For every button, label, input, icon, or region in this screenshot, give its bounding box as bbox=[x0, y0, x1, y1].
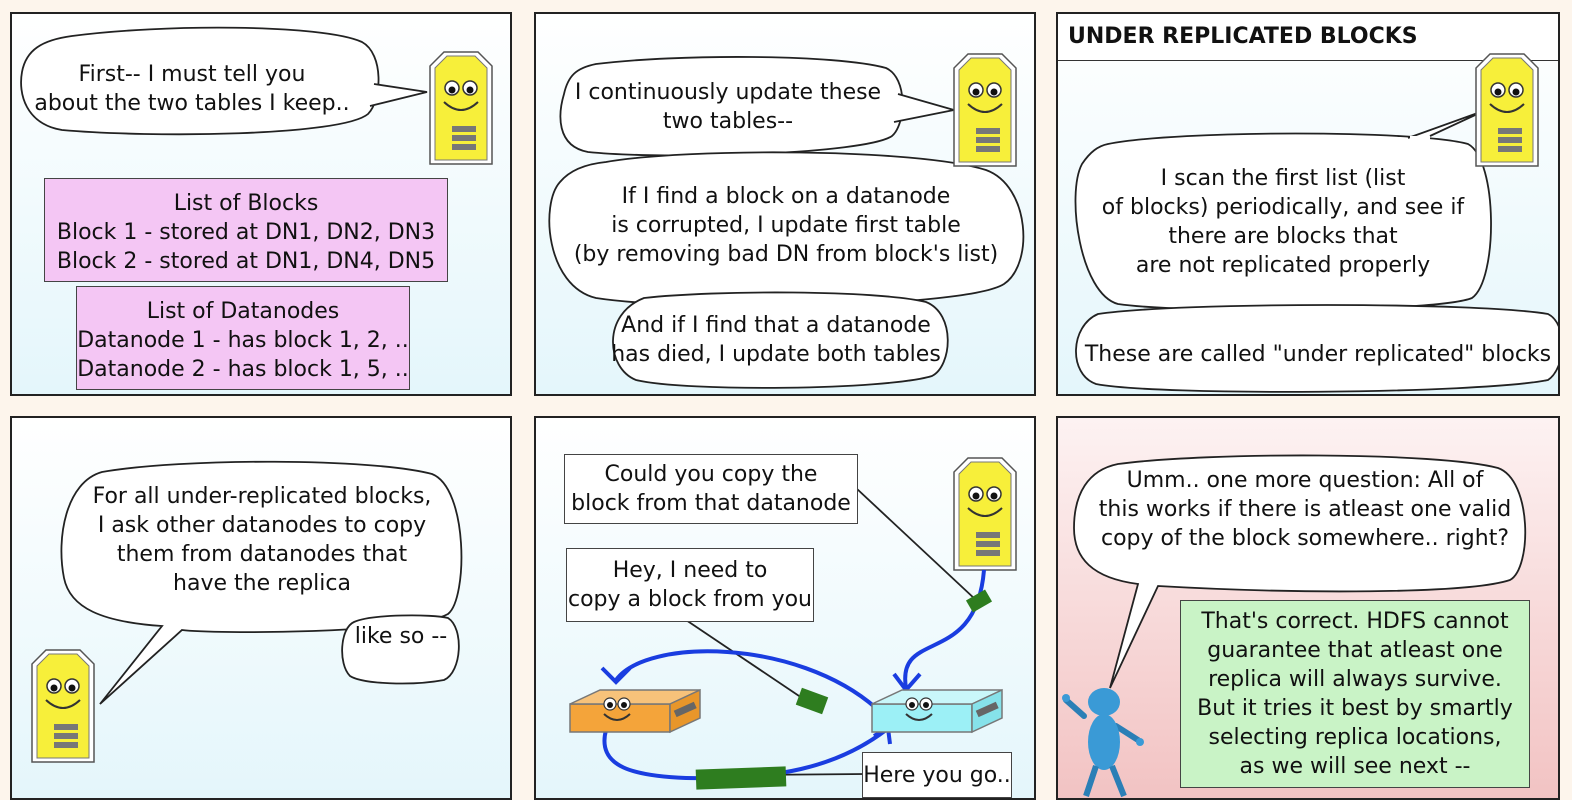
answer-line: replica will always survive. bbox=[1208, 667, 1502, 692]
speech-line: For all under-replicated blocks, bbox=[92, 484, 432, 509]
speech-line: of blocks) periodically, and see if bbox=[1101, 195, 1465, 220]
speech-line: this works if there is atleast one valid bbox=[1098, 497, 1512, 522]
blocks-table: List of Blocks Block 1 - stored at DN1, … bbox=[44, 178, 448, 282]
caption-line: copy a block from you bbox=[568, 587, 812, 612]
speech-line: I scan the first list (list bbox=[1160, 166, 1406, 191]
answer-line: selecting replica locations, bbox=[1208, 725, 1502, 750]
speech-line: These are called "under replicated" bloc… bbox=[1084, 342, 1552, 367]
panel-4: For all under-replicated blocks, I ask o… bbox=[10, 416, 512, 800]
speech-line: I continuously update these bbox=[574, 80, 882, 105]
namenode-server-icon bbox=[953, 457, 1017, 571]
speech-line: there are blocks that bbox=[1168, 224, 1398, 249]
speech-line: First-- I must tell you bbox=[78, 62, 306, 87]
speech-line: If I find a block on a datanode bbox=[621, 184, 951, 209]
blocks-table-title: List of Blocks bbox=[173, 191, 319, 216]
speech-line: them from datanodes that bbox=[116, 542, 408, 567]
panel-5: Could you copy the block from that datan… bbox=[534, 416, 1036, 800]
datanodes-table: List of Datanodes Datanode 1 - has block… bbox=[76, 286, 410, 390]
speech-line: are not replicated properly bbox=[1135, 253, 1431, 278]
panel-title: UNDER REPLICATED BLOCKS bbox=[1058, 14, 1558, 61]
caption-line: block from that datanode bbox=[571, 491, 851, 516]
stick-figure-icon bbox=[1062, 688, 1144, 798]
caption-box: Could you copy the block from that datan… bbox=[564, 454, 858, 524]
speech-aside: like so -- bbox=[354, 624, 448, 649]
caption-line: Hey, I need to bbox=[612, 558, 768, 583]
answer-line: as we will see next -- bbox=[1239, 754, 1471, 779]
namenode-server-icon bbox=[953, 53, 1017, 167]
speech-line: (by removing bad DN from block's list) bbox=[573, 242, 999, 267]
datanodes-table-row: Datanode 2 - has block 1, 5, .. bbox=[77, 357, 409, 382]
answer-box: That's correct. HDFS cannot guarantee th… bbox=[1180, 600, 1530, 788]
speech-line: two tables-- bbox=[662, 109, 794, 134]
speech-line: about the two tables I keep.. bbox=[34, 91, 350, 116]
panel-1: First-- I must tell you about the two ta… bbox=[10, 12, 512, 396]
namenode-server-icon bbox=[429, 51, 493, 165]
datanodes-table-title: List of Datanodes bbox=[146, 299, 340, 324]
panel-4-art bbox=[31, 460, 463, 763]
answer-line: That's correct. HDFS cannot bbox=[1201, 609, 1509, 634]
blocks-table-row: Block 2 - stored at DN1, DN4, DN5 bbox=[56, 249, 436, 274]
datanodes-table-row: Datanode 1 - has block 1, 2, .. bbox=[77, 328, 409, 353]
speech-line: copy of the block somewhere.. right? bbox=[1101, 526, 1509, 551]
speech-line: I ask other datanodes to copy bbox=[97, 513, 427, 538]
panel-6: Umm.. one more question: All of this wor… bbox=[1056, 416, 1560, 800]
answer-line: But it tries it best by smartly bbox=[1197, 696, 1513, 721]
caption-box: Here you go.. bbox=[862, 752, 1012, 798]
answer-line: guarantee that atleast one bbox=[1207, 638, 1503, 663]
datanode-cyan-icon bbox=[871, 688, 1003, 734]
speech-line: has died, I update both tables bbox=[611, 342, 941, 367]
panel-3: UNDER REPLICATED BLOCKS I scan the first… bbox=[1056, 12, 1560, 396]
caption-line: Could you copy the bbox=[604, 462, 818, 487]
speech-line: have the replica bbox=[173, 571, 351, 596]
caption-box: Hey, I need to copy a block from you bbox=[566, 548, 814, 622]
speech-line: And if I find that a datanode bbox=[621, 313, 931, 338]
speech-line: Umm.. one more question: All of bbox=[1126, 468, 1484, 493]
panel-2: I continuously update these two tables--… bbox=[534, 12, 1036, 396]
datanode-orange-icon bbox=[569, 688, 701, 734]
speech-line: is corrupted, I update first table bbox=[611, 213, 961, 238]
namenode-server-icon bbox=[31, 649, 95, 763]
blocks-table-row: Block 1 - stored at DN1, DN2, DN3 bbox=[56, 220, 436, 245]
namenode-server-icon bbox=[1475, 53, 1539, 167]
caption-line: Here you go.. bbox=[863, 763, 1011, 788]
